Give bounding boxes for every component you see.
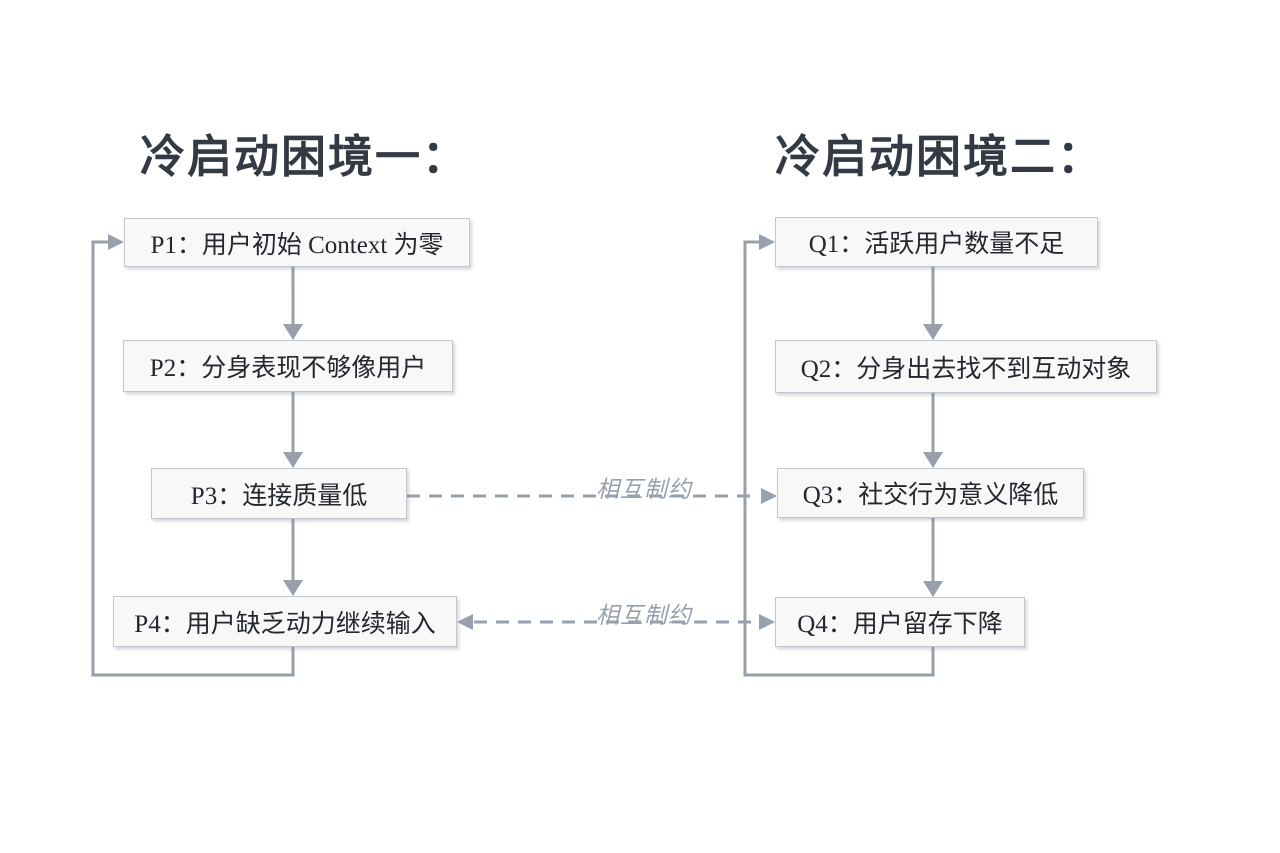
flow-box-p1: P1：用户初始 Context 为零 [124, 218, 470, 267]
loop-p4-p1 [91, 234, 295, 677]
constraint-label-p3-q3: 相互制约 [596, 476, 692, 502]
flow-box-p3: P3：连接质量低 [151, 468, 407, 519]
flow-box-p4: P4：用户缺乏动力继续输入 [113, 596, 457, 647]
flow-box-q1: Q1：活跃用户数量不足 [775, 217, 1098, 267]
arrow-p1-p2 [283, 267, 303, 340]
arrow-q1-q2 [923, 267, 943, 340]
arrow-p2-p3 [283, 392, 303, 468]
flow-box-q2: Q2：分身出去找不到互动对象 [775, 340, 1157, 393]
arrow-q2-q3 [923, 393, 943, 468]
arrow-p3-p4 [283, 519, 303, 596]
right-column-title: 冷启动困境二： [775, 131, 1105, 182]
flow-box-p2: P2：分身表现不够像用户 [123, 340, 453, 392]
constraint-label-p4-q4: 相互制约 [596, 602, 692, 628]
left-column-title: 冷启动困境一： [140, 131, 470, 182]
dashed-arrow-p4-q4 [457, 614, 775, 630]
arrow-q3-q4 [923, 518, 943, 597]
flow-box-q4: Q4：用户留存下降 [775, 597, 1025, 647]
flow-box-q3: Q3：社交行为意义降低 [777, 468, 1084, 518]
loop-q4-q1 [743, 234, 935, 677]
dashed-arrow-p3-q3 [407, 488, 777, 504]
